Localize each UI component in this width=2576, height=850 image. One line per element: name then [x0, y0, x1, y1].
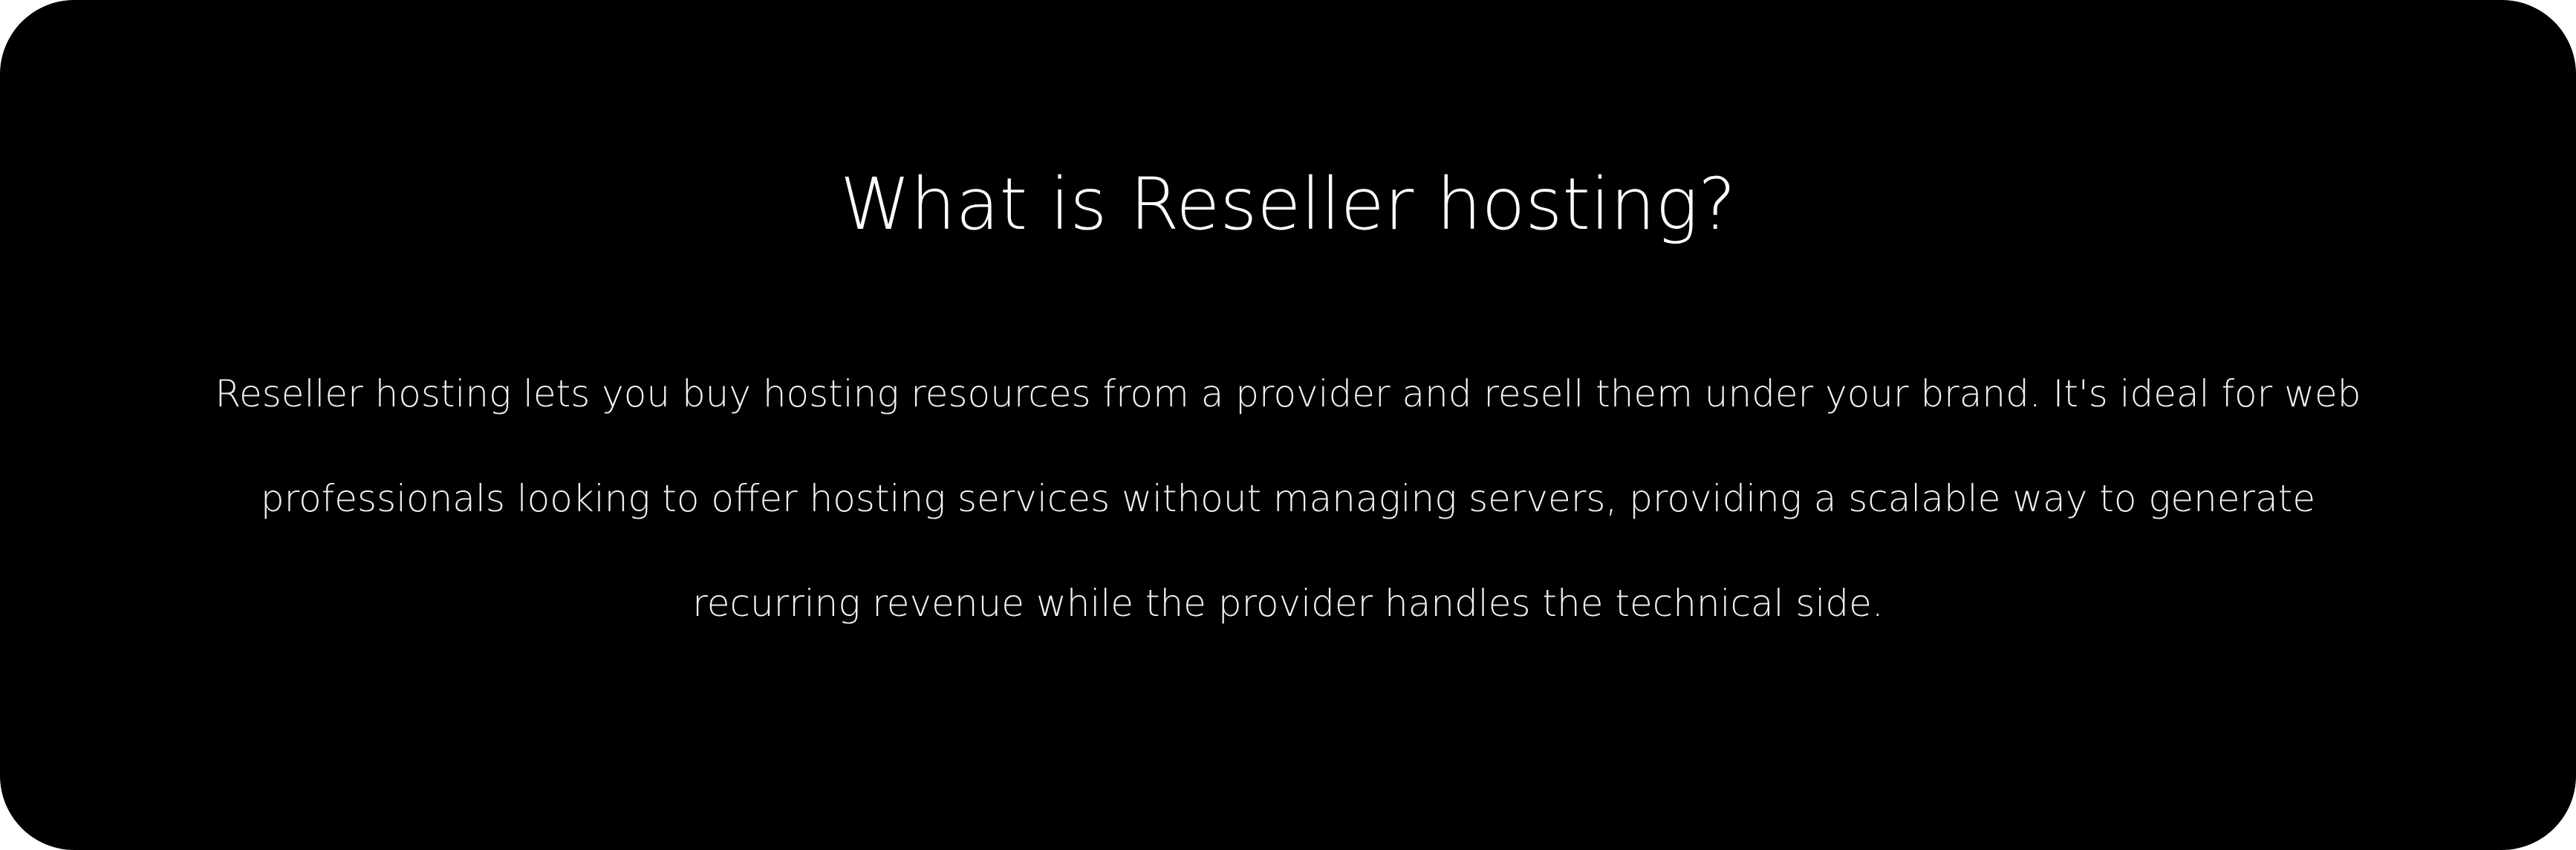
section-description: Reseller hosting lets you buy hosting re… — [178, 342, 2398, 656]
description-line-1: Reseller hosting lets you buy hosting re… — [215, 372, 2361, 415]
description-line-3: recurring revenue while the provider han… — [692, 582, 1884, 625]
description-line-2: professionals looking to offer hosting s… — [260, 477, 2316, 520]
section-title: What is Reseller hosting? — [839, 163, 1737, 246]
